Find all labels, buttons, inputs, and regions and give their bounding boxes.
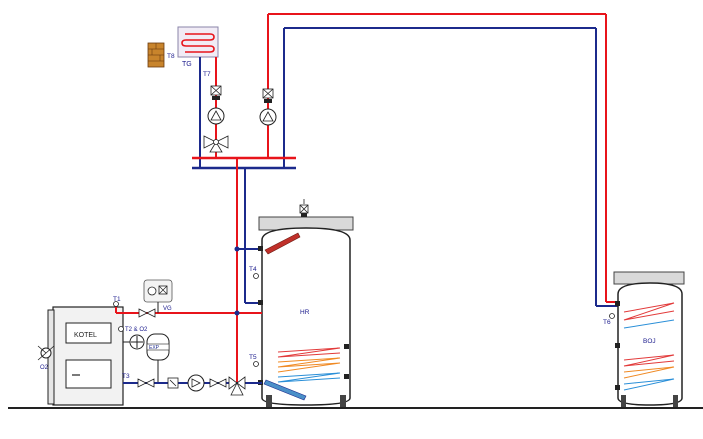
kotel-label: KOTEL bbox=[74, 332, 97, 339]
boj-coil-blue-2 bbox=[623, 378, 675, 391]
t4-sensor-icon bbox=[253, 273, 259, 279]
hr-coil-red bbox=[277, 347, 341, 358]
tg-label: TG bbox=[182, 61, 192, 68]
expansion-vessel[interactable]: EXP bbox=[146, 333, 170, 383]
hr-label: HR bbox=[300, 309, 310, 316]
t6-sensor-icon bbox=[609, 313, 615, 319]
t4-label: T4 bbox=[249, 266, 257, 273]
t8-label: T8 bbox=[167, 53, 175, 60]
dhw-tank-boj[interactable]: BOJ bbox=[613, 271, 685, 407]
t6-label: T6 bbox=[603, 319, 611, 326]
t1-sensor-icon bbox=[113, 301, 119, 307]
air-vent-icon bbox=[299, 199, 309, 217]
boj-coil-red-2 bbox=[623, 354, 675, 367]
boiler-kotel[interactable]: KOTEL bbox=[47, 306, 124, 406]
dhw-valve-icon[interactable] bbox=[262, 88, 274, 103]
return-valve-icon[interactable] bbox=[137, 378, 155, 388]
return-valve-2-icon[interactable] bbox=[209, 378, 227, 388]
check-valve-icon[interactable] bbox=[167, 377, 179, 389]
radiator-valve-icon[interactable] bbox=[210, 85, 222, 100]
boiler-pump-icon[interactable] bbox=[187, 374, 205, 392]
burner-fan-icon[interactable] bbox=[37, 345, 55, 361]
t2-sensor-icon bbox=[118, 326, 124, 332]
boiler-supply-valve-icon[interactable] bbox=[138, 308, 156, 318]
accumulator-tank-hr[interactable]: HR bbox=[258, 216, 354, 407]
t3-label: T3 bbox=[122, 373, 130, 380]
o2-label: O2 bbox=[40, 365, 49, 371]
t1-label: T1 bbox=[113, 296, 121, 303]
exp-label: EXP bbox=[149, 345, 160, 351]
hr-top-coil bbox=[264, 232, 301, 255]
t2-o2-label: T2 & O2 bbox=[125, 327, 148, 333]
t7-label: T7 bbox=[203, 71, 211, 78]
hr-bottom-coil bbox=[263, 379, 307, 401]
radiator-pump-icon[interactable] bbox=[207, 107, 225, 125]
boj-label: BOJ bbox=[643, 338, 656, 345]
hr-coil-orange bbox=[277, 357, 341, 373]
flow-meter-icon bbox=[123, 334, 145, 350]
safety-group-label: VG bbox=[163, 306, 172, 312]
safety-group-icon[interactable] bbox=[143, 279, 173, 313]
mixing-valve-icon[interactable] bbox=[203, 135, 229, 153]
radiator-tg[interactable]: TG bbox=[177, 26, 219, 68]
brick-wall-icon bbox=[147, 42, 165, 68]
hr-coil-blue bbox=[277, 372, 341, 383]
boiler-mixing-valve-icon[interactable] bbox=[228, 376, 246, 396]
t5-sensor-icon bbox=[253, 361, 259, 367]
t5-label: T5 bbox=[249, 354, 257, 361]
boj-coil-blue bbox=[623, 319, 675, 329]
dhw-pump-icon[interactable] bbox=[259, 108, 277, 126]
boj-coil-orange bbox=[623, 366, 675, 379]
boj-coil-red bbox=[623, 302, 675, 321]
